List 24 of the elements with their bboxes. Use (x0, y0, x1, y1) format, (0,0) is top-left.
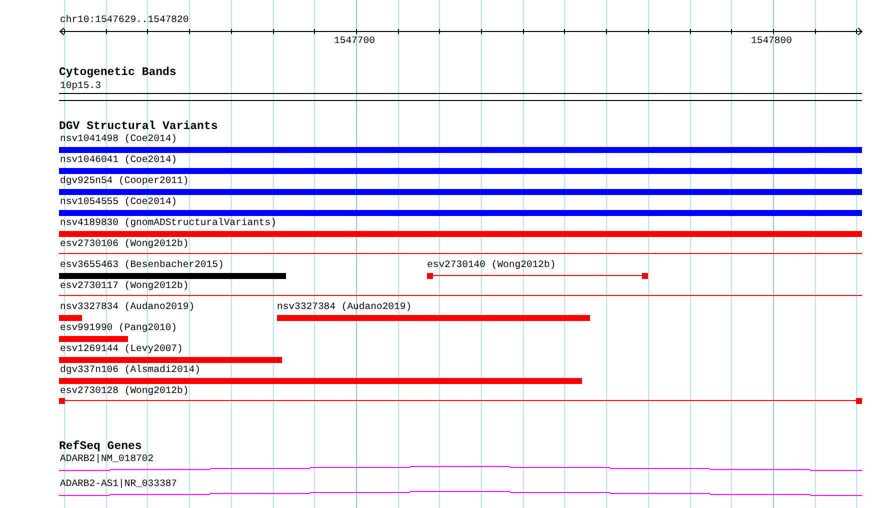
track-heading: DGV Structural Variants (59, 121, 218, 133)
track-heading: RefSeq Genes (59, 441, 142, 453)
track-heading: Cytogenetic Bands (59, 67, 176, 79)
variant-label: nsv3327384 (Audano2019) (277, 301, 412, 312)
variant-label: esv2730117 (Wong2012b) (60, 280, 189, 291)
tick-label: 1547700 (334, 35, 375, 46)
variant-label: dgv925n54 (Cooper2011) (60, 175, 189, 186)
variant-label: nsv1054555 (Coe2014) (60, 196, 178, 207)
variant-label: dgv337n106 (Alsmadi2014) (60, 364, 200, 375)
gene-label: ADARB2-AS1|NR_033387 (60, 478, 178, 489)
variant-label: esv2730140 (Wong2012b) (427, 259, 556, 270)
variant-label: esv2730106 (Wong2012b) (60, 238, 189, 249)
variant-label: esv2730128 (Wong2012b) (60, 385, 189, 396)
position-range: chr10:1547629..1547820 (60, 14, 189, 25)
variant-label: nsv3327834 (Audano2019) (60, 301, 195, 312)
variant-label: nsv4189830 (gnomADStructuralVariants) (60, 217, 276, 228)
gene-label: ADARB2|NM_018702 (60, 453, 154, 464)
variant-label: esv3655463 (Besenbacher2015) (60, 259, 224, 270)
band-label: 10p15.3 (60, 80, 101, 91)
variant-label: esv1269144 (Levy2007) (60, 343, 183, 354)
variant-label: nsv1041498 (Coe2014) (60, 133, 178, 144)
variant-label: esv991990 (Pang2010) (60, 322, 178, 333)
tick-label: 1547800 (751, 35, 792, 46)
variant-label: nsv1046041 (Coe2014) (60, 154, 178, 165)
